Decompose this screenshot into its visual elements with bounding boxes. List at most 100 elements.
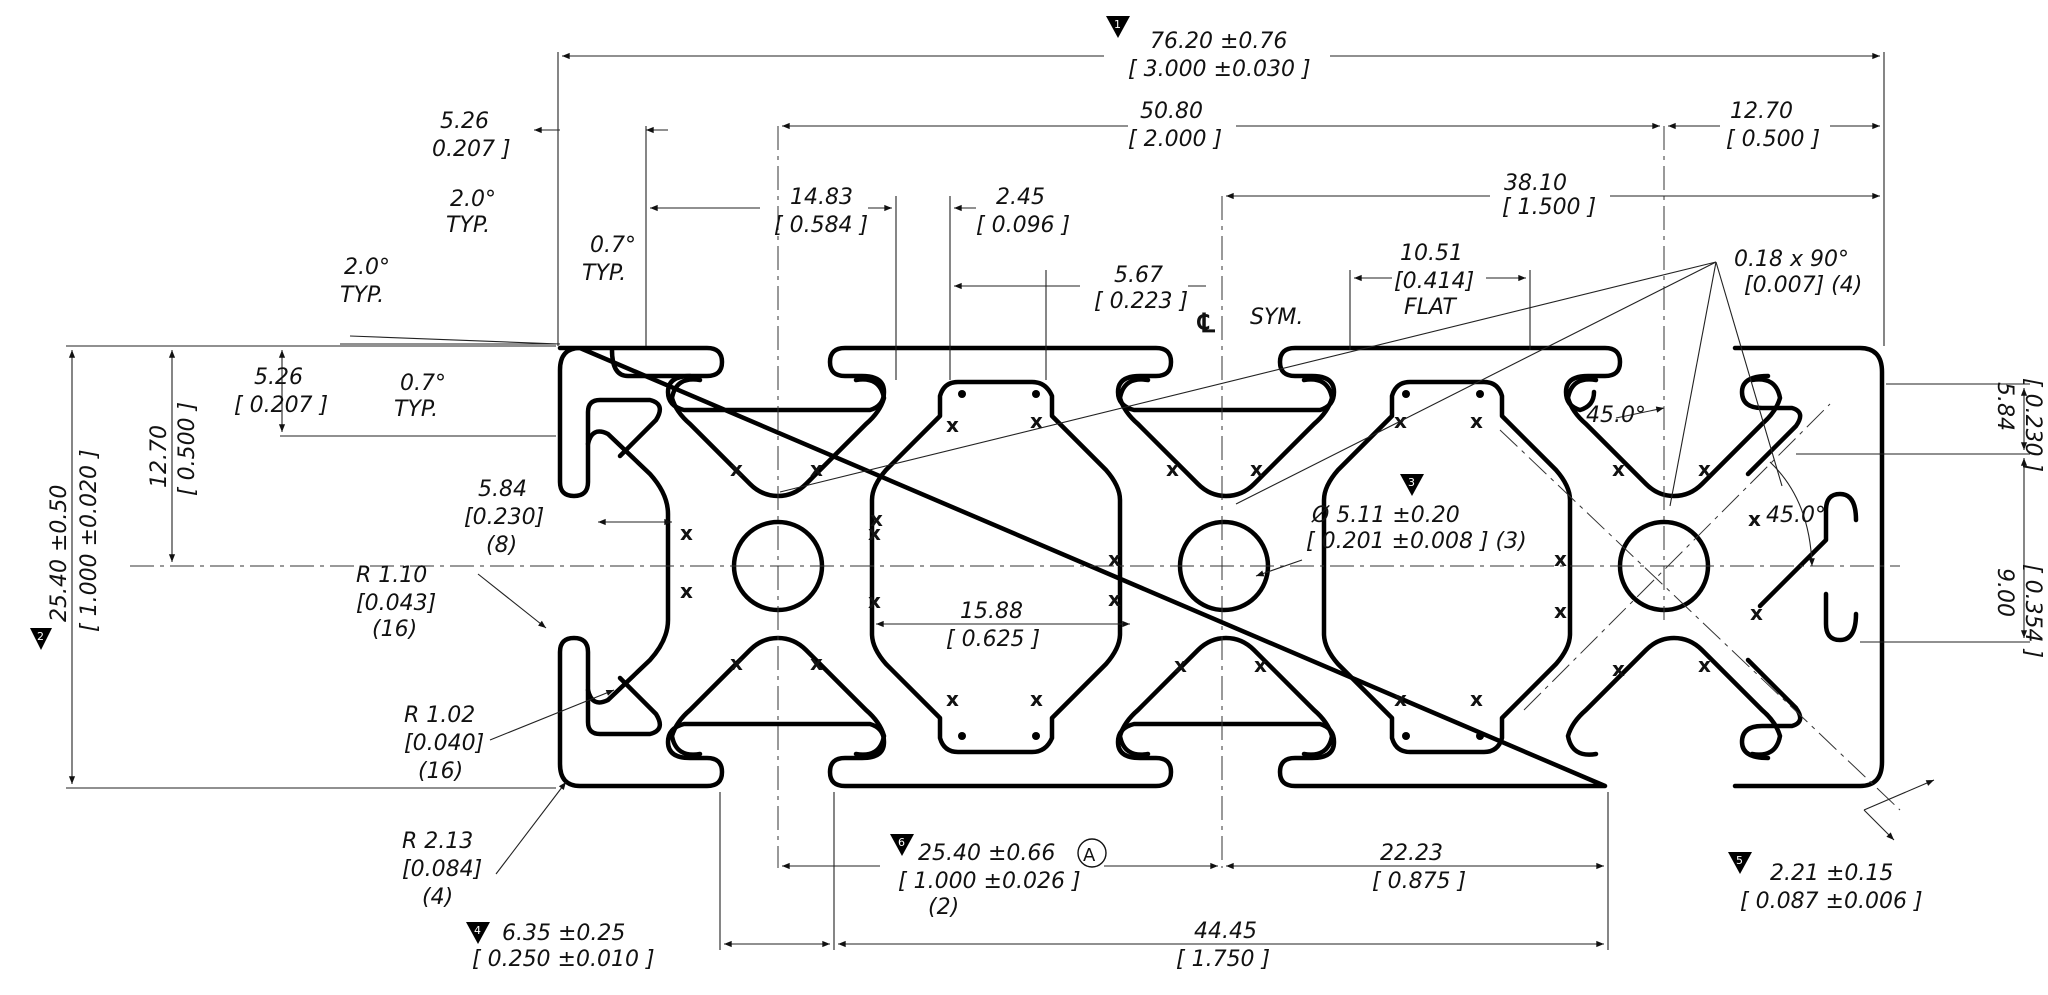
dim-5-67-in: [ 0.223 ] bbox=[1094, 289, 1188, 314]
svg-text:5: 5 bbox=[1736, 854, 1743, 867]
dim-5-84-left-mm: 5.84 bbox=[478, 477, 527, 502]
svg-text:4: 4 bbox=[474, 924, 481, 937]
angle-0-7-a-value: 0.7° bbox=[590, 233, 636, 258]
svg-text:x: x bbox=[680, 521, 693, 545]
centerlines bbox=[130, 126, 1901, 868]
bore-diameter-in: [ 0.201 ±0.008 ] (3) bbox=[1306, 529, 1527, 554]
radius-1-02-qty: (16) bbox=[418, 759, 463, 784]
svg-text:x: x bbox=[810, 651, 823, 675]
svg-text:x: x bbox=[1698, 653, 1711, 677]
dim-5-84-left-qty: (8) bbox=[486, 533, 517, 558]
svg-text:3: 3 bbox=[1408, 476, 1415, 489]
overall-width-in: [ 3.000 ±0.030 ] bbox=[1128, 57, 1311, 82]
right-slot-lip-top bbox=[1757, 491, 1859, 609]
angle-0-7-b-typ: TYP. bbox=[394, 397, 438, 422]
radius-1-10-value: R 1.10 bbox=[356, 563, 427, 588]
void-bottom-2 bbox=[1117, 635, 1335, 757]
slot-opening-callout: 4 6.35 ±0.25 [ 0.250 ±0.010 ] bbox=[466, 921, 655, 972]
dim-5-26-top-mm: 5.26 bbox=[440, 109, 489, 134]
dim-44-45-mm: 44.45 bbox=[1194, 919, 1257, 944]
radius-1-10-in: [0.043] bbox=[356, 591, 436, 616]
dim-2-45-in: [ 0.096 ] bbox=[976, 213, 1070, 238]
svg-text:x: x bbox=[1554, 547, 1567, 571]
dim-14-83-mm: 14.83 bbox=[790, 185, 853, 210]
angle-0-7-b-value: 0.7° bbox=[400, 371, 446, 396]
svg-text:x: x bbox=[1748, 507, 1761, 531]
angle-2-0-a-value: 2.0° bbox=[450, 187, 496, 212]
pitch-callout: 6 25.40 ±0.66 A [ 1.000 ±0.026 ] (2) bbox=[890, 834, 1107, 920]
dim-50-80-in: [ 2.000 ] bbox=[1128, 127, 1222, 152]
dim-12-70-left-in: [ 0.500 ] bbox=[175, 402, 200, 496]
dim-38-10-mm: 38.10 bbox=[1504, 171, 1567, 196]
svg-text:1: 1 bbox=[1114, 18, 1121, 31]
chamfer-value: 0.18 x 90° bbox=[1734, 247, 1849, 272]
dim-12-70-left-mm: 12.70 bbox=[147, 425, 172, 488]
svg-text:x: x bbox=[946, 687, 959, 711]
void-top-2 bbox=[1117, 377, 1335, 499]
dim-5-26-top-in: 0.207 ] bbox=[432, 137, 511, 162]
angle-2-0-b-value: 2.0° bbox=[344, 255, 390, 280]
void-right-bottom bbox=[1739, 657, 1803, 761]
slot-opening-in: [ 0.250 ±0.010 ] bbox=[472, 947, 655, 972]
dim-44-45-in: [ 1.750 ] bbox=[1176, 947, 1270, 972]
overall-width-callout: 1 76.20 ±0.76 [ 3.000 ±0.030 ] bbox=[1106, 16, 1311, 82]
extension-lines bbox=[66, 52, 2030, 950]
dim-14-83-in: [ 0.584 ] bbox=[774, 213, 868, 238]
pitch-in: [ 1.000 ±0.026 ] bbox=[898, 869, 1081, 894]
radius-2-13-in: [0.084] bbox=[402, 857, 482, 882]
dim-2-45-mm: 2.45 bbox=[996, 185, 1045, 210]
slot-opening-mm: 6.35 ±0.25 bbox=[502, 921, 625, 946]
svg-text:6: 6 bbox=[898, 836, 905, 849]
svg-text:x: x bbox=[1030, 687, 1043, 711]
svg-text:x: x bbox=[1254, 653, 1267, 677]
wall-in: [ 0.087 ±0.006 ] bbox=[1740, 889, 1923, 914]
pitch-mm: 25.40 ±0.66 bbox=[918, 841, 1055, 866]
dimension-lines bbox=[68, 52, 2028, 948]
svg-text:x: x bbox=[1612, 457, 1625, 481]
height-mm: 25.40 ±0.50 bbox=[47, 485, 72, 622]
void-right-top bbox=[1739, 373, 1803, 477]
dim-10-51-note: FLAT bbox=[1404, 295, 1457, 320]
dim-5-84-right-mm: 5.84 bbox=[1992, 382, 2017, 431]
svg-text:x: x bbox=[1174, 653, 1187, 677]
radius-1-10-qty: (16) bbox=[372, 617, 417, 642]
radius-1-02-value: R 1.02 bbox=[404, 703, 475, 728]
svg-text:x: x bbox=[730, 457, 743, 481]
bore-callout: 3 Ø 5.11 ±0.20 [ 0.201 ±0.008 ] (3) bbox=[1306, 474, 1527, 554]
angle-2-0-b-typ: TYP. bbox=[340, 283, 384, 308]
svg-text:x: x bbox=[1698, 457, 1711, 481]
svg-text:x: x bbox=[1166, 457, 1179, 481]
svg-text:x: x bbox=[1108, 547, 1121, 571]
left-slot-core bbox=[609, 347, 693, 379]
svg-text:x: x bbox=[1612, 657, 1625, 681]
dim-5-26-left-mm: 5.26 bbox=[254, 365, 303, 390]
radius-2-13-qty: (4) bbox=[422, 885, 453, 910]
angle-0-7-a-typ: TYP. bbox=[582, 261, 626, 286]
void-bottom-3 bbox=[1565, 635, 1783, 757]
angle-45-a: 45.0° bbox=[1586, 403, 1646, 428]
centerline-symbol: ℄ bbox=[1197, 309, 1216, 339]
svg-text:x: x bbox=[1750, 601, 1763, 625]
svg-text:x: x bbox=[1470, 409, 1483, 433]
svg-text:x: x bbox=[868, 521, 881, 545]
dim-5-84-left-in: [0.230] bbox=[464, 505, 544, 530]
svg-text:x: x bbox=[870, 507, 883, 531]
cavity-left bbox=[869, 379, 1123, 755]
svg-text:x: x bbox=[868, 589, 881, 613]
angle-2-0-a-typ: TYP. bbox=[446, 213, 490, 238]
dim-10-51-mm: 10.51 bbox=[1400, 241, 1463, 266]
dim-5-26-left-in: [ 0.207 ] bbox=[234, 393, 328, 418]
svg-text:x: x bbox=[1030, 409, 1043, 433]
angle-45-b: 45.0° bbox=[1766, 503, 1826, 528]
left-slot-lip-top bbox=[585, 397, 663, 459]
left-slot-lip-bottom bbox=[585, 675, 663, 737]
dim-5-67-mm: 5.67 bbox=[1114, 263, 1163, 288]
dim-38-10-in: [ 1.500 ] bbox=[1502, 195, 1596, 220]
overall-width-mm: 76.20 ±0.76 bbox=[1150, 29, 1287, 54]
wall-mm: 2.21 ±0.15 bbox=[1770, 861, 1893, 886]
dim-5-84-right-in: [ 0.230 ] bbox=[2020, 378, 2045, 472]
right-slot-lip-bottom bbox=[1823, 591, 1859, 643]
